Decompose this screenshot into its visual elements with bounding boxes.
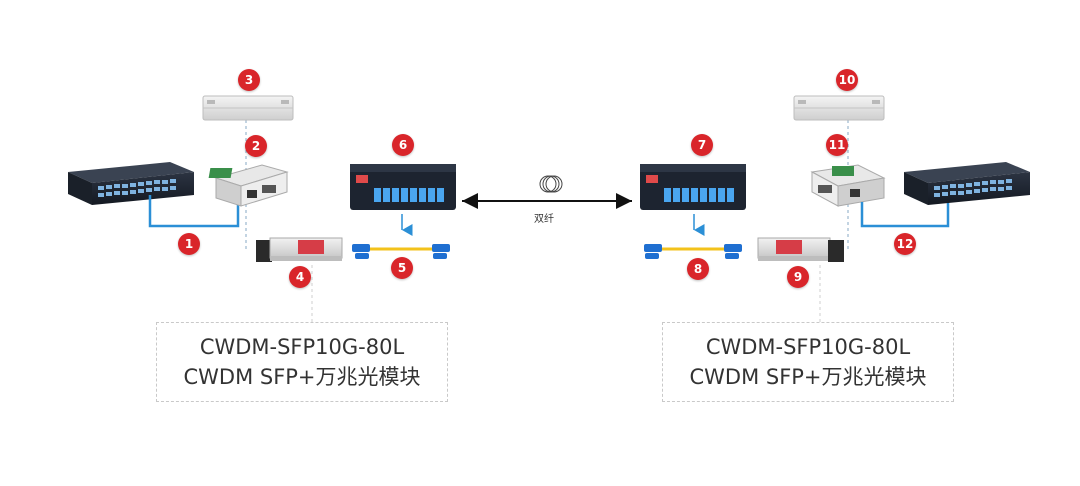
badge-1: 1 bbox=[178, 233, 200, 255]
link-label: 双纤 bbox=[534, 214, 554, 225]
badge-2: 2 bbox=[245, 135, 267, 157]
left-module-description: CWDM SFP+万兆光模块 bbox=[183, 365, 421, 389]
sfp-module-icon bbox=[256, 237, 343, 262]
badge-3: 3 bbox=[238, 69, 260, 91]
fiber-coil-icon bbox=[539, 175, 563, 193]
right-module-label: CWDM-SFP10G-80L CWDM SFP+万兆光模块 bbox=[662, 322, 954, 402]
lc-patch-cord-icon bbox=[352, 244, 450, 259]
right-module-description: CWDM SFP+万兆光模块 bbox=[689, 365, 927, 389]
server-icon bbox=[202, 95, 294, 121]
right-module-model: CWDM-SFP10G-80L bbox=[705, 335, 911, 359]
badge-12: 12 bbox=[894, 233, 916, 255]
switch-icon bbox=[68, 162, 194, 205]
left-module-model: CWDM-SFP10G-80L bbox=[199, 335, 405, 359]
ethernet-cable bbox=[148, 195, 240, 228]
media-converter-icon bbox=[208, 164, 289, 207]
lc-patch-cord-icon bbox=[644, 244, 742, 259]
sfp-module-icon bbox=[757, 237, 844, 262]
switch-icon bbox=[904, 162, 1030, 205]
cwdm-mux-icon bbox=[350, 164, 456, 210]
server-icon bbox=[793, 95, 885, 121]
ethernet-cable bbox=[860, 196, 950, 228]
badge-8: 8 bbox=[687, 258, 709, 280]
badge-5: 5 bbox=[391, 257, 413, 279]
badge-6: 6 bbox=[392, 134, 414, 156]
media-converter-icon bbox=[810, 164, 886, 207]
badge-11: 11 bbox=[826, 134, 848, 156]
badge-7: 7 bbox=[691, 134, 713, 156]
badge-4: 4 bbox=[289, 266, 311, 288]
badge-9: 9 bbox=[787, 266, 809, 288]
cwdm-mux-icon bbox=[640, 164, 746, 210]
badge-10: 10 bbox=[836, 69, 858, 91]
left-module-label: CWDM-SFP10G-80L CWDM SFP+万兆光模块 bbox=[156, 322, 448, 402]
